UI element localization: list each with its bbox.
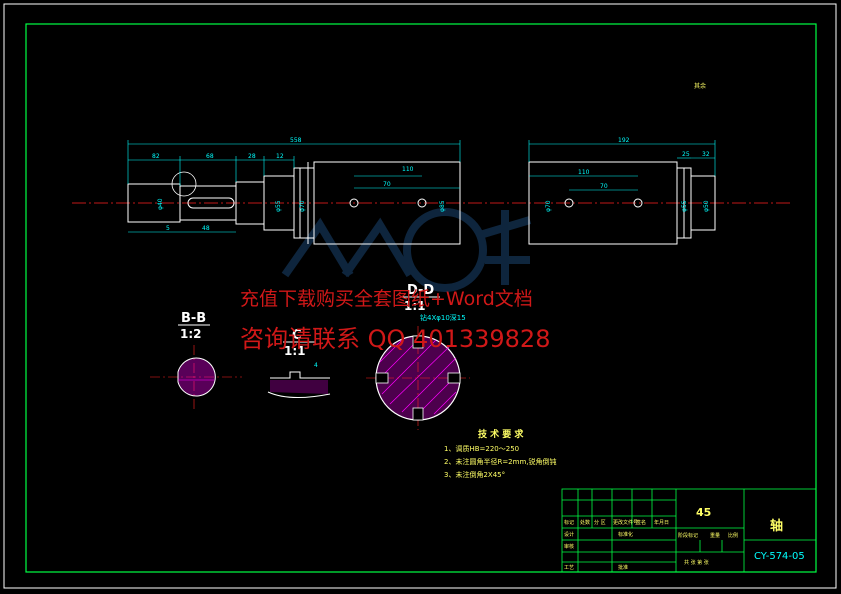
title-block — [561, 488, 817, 573]
section-bb-title: B-B — [181, 311, 206, 326]
dim-left-1: 82 — [152, 153, 160, 160]
tb-row-3: 工艺 — [564, 565, 574, 571]
diam-5: φ70 — [545, 200, 552, 212]
tb-header-4: 更改文件号 — [613, 519, 638, 526]
shaft-holes — [349, 198, 643, 208]
section-bb: B-B 1:2 — [150, 311, 242, 410]
shaft-left — [127, 161, 461, 245]
dim-inner-left-1: 110 — [402, 166, 414, 173]
dim-left-4: 12 — [276, 153, 284, 160]
diam-7: φ50 — [703, 200, 710, 212]
section-dd-title: D-D — [407, 283, 434, 298]
watermark-logo — [281, 208, 532, 292]
diam-4: φ85 — [439, 200, 446, 212]
dim-inner-right-2: 70 — [600, 183, 608, 190]
diam-2: φ55 — [275, 200, 282, 212]
tb-label-5: 批准 — [618, 564, 628, 571]
tb-row-1: 设计 — [564, 531, 574, 538]
section-c-title: C — [292, 328, 302, 343]
dim-right-2: 32 — [702, 151, 710, 158]
diam-6: φ55 — [681, 200, 688, 212]
detail-circle-c — [171, 171, 197, 197]
inner-border — [25, 23, 817, 573]
tech-requirements: 技 术 要 求 1、调质HB=220～250 2、未注圆角半径R=2mm,锐角倒… — [444, 428, 557, 479]
tb-label-2: 阶段标记 — [678, 532, 698, 539]
section-c-dim: 4 — [314, 362, 318, 369]
dim-right-1: 25 — [682, 151, 690, 158]
dim-right-total: 192 — [618, 137, 630, 144]
diam-3: φ70 — [299, 200, 306, 212]
tech-req-1: 1、调质HB=220～250 — [444, 444, 519, 453]
tb-material: 45 — [696, 506, 711, 519]
watermark-line-1: 充值下载购买全套图纸+Word文档 — [240, 288, 533, 310]
dim-inner-right-1: 110 — [578, 169, 590, 176]
dim-left-3: 28 — [248, 153, 256, 160]
tb-header-1: 标记 — [564, 519, 574, 526]
dim-bottom-2: 48 — [202, 225, 210, 232]
tb-label-6: 共 张 第 张 — [684, 559, 709, 566]
tb-drawing-no: CY-574-05 — [754, 551, 805, 562]
tech-req-3: 3、未注倒角2X45° — [444, 470, 505, 479]
section-c: C 1:1 4 — [267, 328, 331, 398]
tb-row-2: 审核 — [564, 543, 574, 550]
dim-inner-left-2: 70 — [383, 181, 391, 188]
outer-frame — [3, 3, 837, 589]
tb-label-4: 比例 — [728, 532, 738, 539]
dim-bottom-1: 5 — [166, 225, 170, 232]
dimension-lines — [127, 140, 716, 233]
dim-overall: 558 — [290, 137, 302, 144]
section-dd: D-D 1:1 钻4Xφ10深15 — [366, 283, 470, 430]
tech-req-2: 2、未注圆角半径R=2mm,锐角倒钝 — [444, 457, 557, 466]
tb-label-1: 标准化 — [618, 531, 633, 538]
tech-req-title: 技 术 要 求 — [478, 428, 524, 440]
tb-header-3: 分 区 — [594, 519, 606, 526]
shaft-right — [528, 161, 716, 245]
tb-part-name: 轴 — [770, 518, 783, 534]
section-c-scale: 1:1 — [284, 344, 306, 358]
tb-label-3: 重量 — [710, 532, 720, 539]
roughness-note: 其余 — [694, 82, 706, 90]
tb-header-5: 签名 — [636, 519, 646, 526]
diam-1: φ40 — [157, 198, 164, 210]
dim-left-2: 68 — [206, 153, 214, 160]
watermark-line-2: 咨询请联系 QQ 401339828 — [240, 325, 551, 353]
section-dd-scale: 1:1 — [404, 299, 426, 313]
tb-header-6: 年月日 — [654, 519, 669, 526]
section-bb-scale: 1:2 — [180, 327, 202, 341]
tb-header-2: 处数 — [580, 519, 590, 526]
section-dd-note: 钻4Xφ10深15 — [420, 313, 466, 322]
